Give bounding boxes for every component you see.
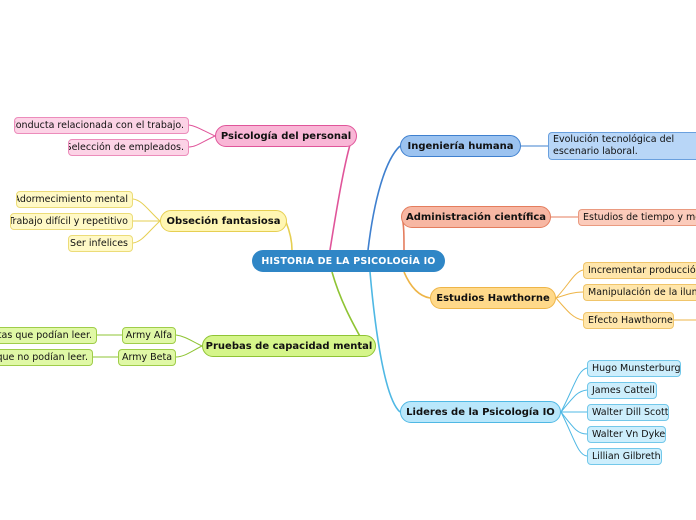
link-pp-1 <box>188 124 216 137</box>
topic-administracion-cientifica[interactable]: Administración científica <box>401 206 551 228</box>
link-pc-1 <box>175 334 203 347</box>
leaf-army-beta[interactable]: Army Beta <box>118 349 176 366</box>
link-li-2 <box>560 389 588 413</box>
topic-label: Psicología del personal <box>220 130 352 142</box>
leaf-james-cattell[interactable]: James Cattell <box>587 382 657 399</box>
link-li-1 <box>560 367 588 413</box>
topic-ingenieria-humana[interactable]: Ingeniería humana <box>400 135 521 157</box>
leaf-label: Reclutas que podían leer. <box>0 330 92 341</box>
leaf-label: Hugo Munsterburg <box>592 363 681 374</box>
leaf-label: Trabajo difícil y repetitivo <box>10 216 128 227</box>
leaf-label: Walter Dill Scott <box>592 407 669 418</box>
link-of-1 <box>132 198 161 222</box>
link-hawthorne <box>403 271 431 299</box>
leaf-manipulacion-iluminacion[interactable]: Manipulación de la iluminación. <box>583 284 696 301</box>
leaf-label: Ser infelices <box>70 238 128 249</box>
topic-label: Estudios Hawthorne <box>436 292 550 304</box>
topic-label: Pruebas de capacidad mental <box>205 340 373 352</box>
leaf-reclutas-leer[interactable]: Reclutas que podían leer. <box>0 327 97 344</box>
topic-pruebas-capacidad[interactable]: Pruebas de capacidad mental <box>202 335 376 357</box>
leaf-label: Estudios de tiempo y movimiento. <box>583 212 696 223</box>
topic-obsecion-fantasiosa[interactable]: Obseción fantasiosa <box>160 210 287 232</box>
leaf-label: Adormecimiento mental <box>16 194 128 205</box>
central-topic[interactable]: HISTORIA DE LA PSICOLOGÍA IO <box>252 250 445 272</box>
link-of-3 <box>132 220 161 244</box>
leaf-label: Incrementar producción. <box>588 265 696 276</box>
link-obsesion <box>285 221 293 251</box>
leaf-label: Evolución tecnológica del escenario labo… <box>553 134 675 157</box>
topic-label: Obseción fantasiosa <box>166 215 281 227</box>
leaf-label: Conducta relacionada con el trabajo. <box>14 120 184 131</box>
leaf-label: Army Alfa <box>125 330 173 341</box>
link-lideres <box>369 271 401 413</box>
leaf-label: James Cattell <box>592 385 655 396</box>
leaf-label: Walter Vn Dyke <box>592 429 666 440</box>
link-pc-2 <box>175 345 203 358</box>
link-li-5 <box>560 411 588 457</box>
link-ingenieria <box>367 145 401 251</box>
leaf-efecto-hawthorne[interactable]: Efecto Hawthorne. <box>583 312 674 329</box>
leaf-label: Selección de empleados. <box>68 142 184 153</box>
leaf-label: Manipulación de la iluminación. <box>588 287 696 298</box>
leaf-lillian-gilbreth[interactable]: Lillian Gilbreth <box>587 448 662 465</box>
leaf-label: Reclutas que no podían leer. <box>0 352 88 363</box>
topic-estudios-hawthorne[interactable]: Estudios Hawthorne <box>430 287 556 309</box>
central-topic-label: HISTORIA DE LA PSICOLOGÍA IO <box>261 255 436 267</box>
leaf-incrementar-produccion[interactable]: Incrementar producción. <box>583 262 696 279</box>
topic-label: Ingeniería humana <box>407 140 514 152</box>
leaf-label: Army Beta <box>121 352 173 363</box>
leaf-hugo-munsterburg[interactable]: Hugo Munsterburg <box>587 360 681 377</box>
link-eh-1 <box>555 269 584 299</box>
leaf-adormecimiento[interactable]: Adormecimiento mental <box>16 191 133 208</box>
leaf-evolucion-tecnologica[interactable]: Evolución tecnológica del escenario labo… <box>548 132 696 160</box>
link-psicologia-personal <box>329 137 353 251</box>
leaf-ser-infelices[interactable]: Ser infelices <box>68 235 133 252</box>
leaf-reclutas-no-leer[interactable]: Reclutas que no podían leer. <box>0 349 93 366</box>
leaf-walter-vn-dyke[interactable]: Walter Vn Dyke <box>587 426 666 443</box>
leaf-label: Lillian Gilbreth <box>592 451 661 462</box>
link-li-4 <box>560 411 588 435</box>
topic-label: Lideres de la Psicología IO <box>406 406 555 418</box>
link-eh-2 <box>555 291 584 299</box>
link-pp-2 <box>188 135 216 148</box>
topic-label: Administración científica <box>405 211 547 223</box>
topic-psicologia-personal[interactable]: Psicología del personal <box>215 125 357 147</box>
leaf-label: Efecto Hawthorne. <box>588 315 674 326</box>
leaf-trabajo-dificil[interactable]: Trabajo difícil y repetitivo <box>10 213 133 230</box>
leaf-conducta[interactable]: Conducta relacionada con el trabajo. <box>14 117 189 134</box>
leaf-walter-dill-scott[interactable]: Walter Dill Scott <box>587 404 669 421</box>
leaf-seleccion[interactable]: Selección de empleados. <box>68 139 189 156</box>
topic-lideres-psicologia[interactable]: Lideres de la Psicología IO <box>400 401 561 423</box>
link-pruebas <box>331 271 363 341</box>
link-eh-3 <box>555 297 584 321</box>
leaf-army-alfa[interactable]: Army Alfa <box>122 327 176 344</box>
leaf-estudios-tiempo[interactable]: Estudios de tiempo y movimiento. <box>578 209 696 226</box>
